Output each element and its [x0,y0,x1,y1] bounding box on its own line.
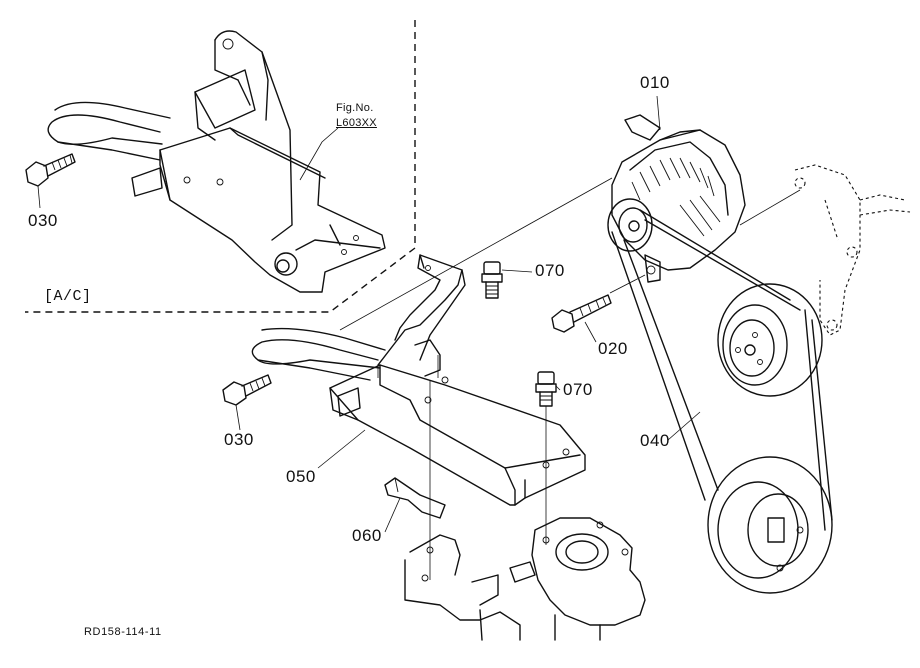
callout-030-inset[interactable]: 030 [28,211,58,230]
crank-pulley [717,283,823,397]
fan-pulley [707,456,833,594]
callout-030-main[interactable]: 030 [224,430,254,449]
leader-lines [37,95,701,533]
callout-050[interactable]: 050 [286,467,316,486]
fan-belt-040 [611,209,833,531]
fig-no-title: Fig.No. [336,102,374,114]
alternator-010 [607,114,746,283]
main-bracket-050 [251,254,586,506]
callout-070-mid[interactable]: 070 [563,380,593,399]
engine-bracket-ghost [794,164,911,336]
callout-040[interactable]: 040 [640,431,670,450]
inset-boundary [25,20,416,313]
spacer-060 [384,477,446,519]
bolt-030 [222,374,272,406]
callout-060[interactable]: 060 [352,526,382,545]
inset-label: [A/C] [44,288,92,305]
stud-070-mid [535,371,557,407]
stud-070-top [481,261,503,299]
callout-020[interactable]: 020 [598,339,628,358]
callout-070-top[interactable]: 070 [535,261,565,280]
fig-no-code[interactable]: L603XX [336,117,377,129]
callout-010[interactable]: 010 [640,73,670,92]
alignment-lines [339,177,801,580]
inset-bracket-assembly [25,30,386,293]
bolt-020 [551,294,612,333]
engine-block [404,517,646,641]
drawing-code: RD158-114-11 [84,626,162,638]
